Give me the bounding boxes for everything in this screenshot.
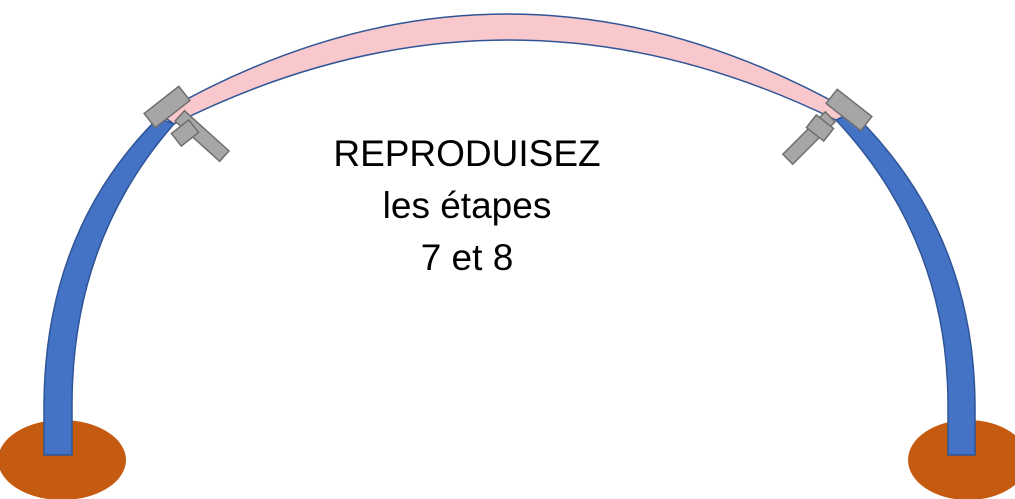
left-side-tube bbox=[43, 117, 176, 456]
instruction-line-2: les étapes bbox=[382, 185, 552, 226]
left-clamp bbox=[143, 85, 231, 163]
right-side-tube bbox=[834, 111, 976, 456]
right-clamp bbox=[781, 88, 873, 166]
left-base bbox=[0, 420, 126, 499]
instruction-line-3: 7 et 8 bbox=[420, 237, 514, 278]
right-base bbox=[908, 420, 1015, 499]
instruction-text: REPRODUISEZ les étapes 7 et 8 bbox=[317, 128, 617, 284]
top-arch-segment bbox=[158, 13, 854, 125]
instruction-line-1: REPRODUISEZ bbox=[333, 133, 601, 174]
